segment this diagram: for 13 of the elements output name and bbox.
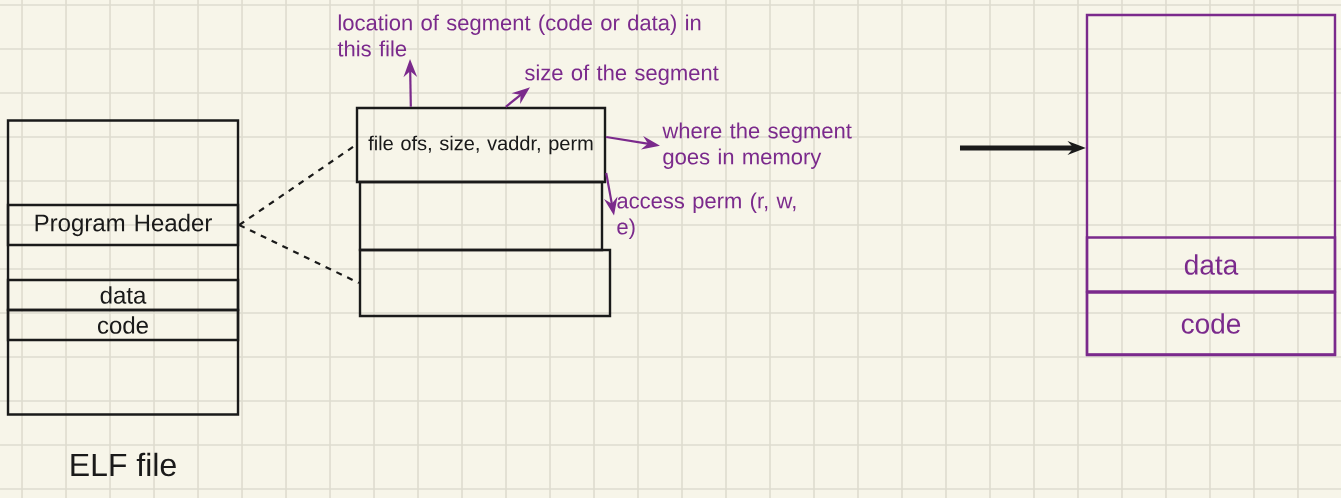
connector-line [238,224,360,284]
data-band: data [1085,236,1337,293]
header-entry-row [358,180,604,252]
code-band: code [6,308,240,342]
program-header-band: Program Header [6,203,240,247]
annotation-text: access perm (r, w, e) [617,192,796,239]
data-band: data [6,278,240,312]
header-entry-row: file ofs, size, vaddr, perm [355,106,607,184]
code-band: code [1085,291,1337,356]
annotation-text: size of the segment [525,64,719,85]
box-title: ELF file [71,452,176,477]
annotation-text: where the segment goes in memory [662,122,852,169]
header-entry-row [358,248,612,318]
